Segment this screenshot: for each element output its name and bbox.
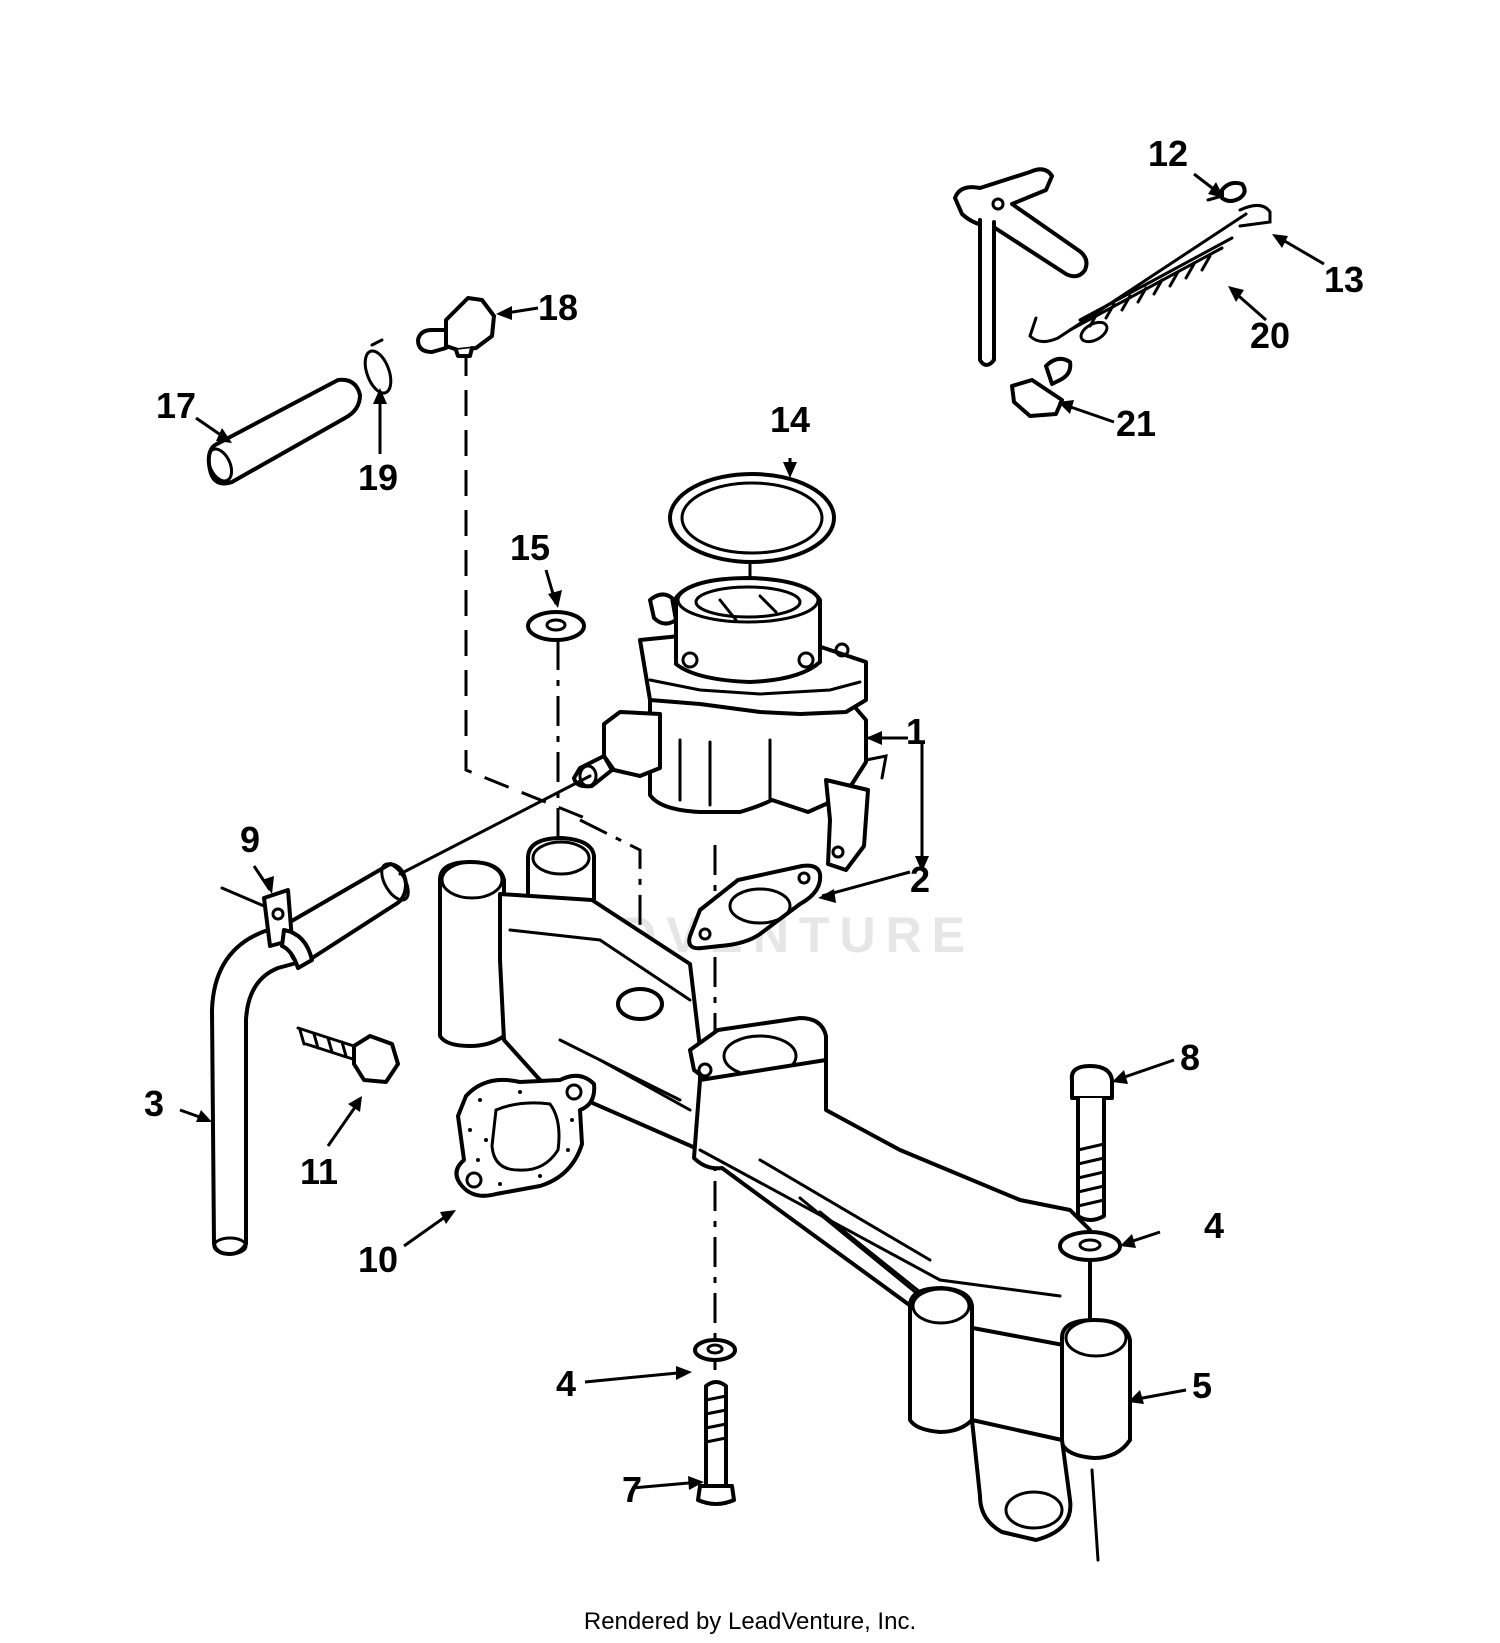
part-4-washer-lower — [693, 1338, 737, 1362]
part-7-bolt — [696, 1380, 736, 1506]
part-17-fuel-hose — [206, 377, 362, 486]
leader-arrowheads — [196, 182, 1288, 1490]
callout-3: 3 — [144, 1083, 164, 1124]
part-2-carb-gasket — [687, 863, 823, 951]
callout-13: 13 — [1324, 259, 1364, 300]
callout-4-lower: 4 — [556, 1363, 576, 1404]
callout-12: 12 — [1148, 133, 1188, 174]
callout-9: 9 — [240, 819, 260, 860]
callout-7: 7 — [622, 1469, 642, 1510]
part-5-intake-manifold — [438, 836, 1132, 1562]
callout-20: 20 — [1250, 315, 1290, 356]
callout-15: 15 — [510, 527, 550, 568]
callout-8: 8 — [1180, 1037, 1200, 1078]
part-14-o-ring — [668, 472, 836, 564]
callout-2: 2 — [910, 859, 930, 900]
callout-18: 18 — [538, 287, 578, 328]
callout-1: 1 — [906, 711, 926, 752]
callout-5: 5 — [1192, 1365, 1212, 1406]
part-9-tube-clip — [220, 886, 314, 970]
part-18-elbow-fitting — [416, 296, 496, 358]
part-19-hose-clamp — [363, 338, 393, 395]
leader-lines — [179, 172, 1325, 1490]
part-4-washer-upper — [1058, 1230, 1122, 1262]
callout-19: 19 — [358, 457, 398, 498]
callout-21: 21 — [1116, 403, 1156, 444]
part-21-wing-nut — [1010, 356, 1073, 418]
part-20-spring — [1068, 236, 1234, 344]
part-10-manifold-gasket — [454, 1073, 597, 1198]
part-throttle-bracket — [953, 167, 1089, 367]
part-15-washer — [526, 610, 586, 642]
callout-14: 14 — [770, 399, 810, 440]
part-8-bolt — [1069, 1064, 1114, 1222]
footer-credit: Rendered by LeadVenture, Inc. — [583, 1608, 917, 1635]
callout-4-upper: 4 — [1204, 1205, 1224, 1246]
callout-17: 17 — [156, 385, 196, 426]
part-1-carburetor — [572, 576, 888, 872]
part-11-bolt — [296, 1026, 400, 1084]
callout-labels: 1 2 3 4 4 5 7 8 9 10 11 12 13 14 15 17 1… — [144, 133, 1364, 1510]
part-13-throttle-rod — [1028, 204, 1272, 343]
callout-11: 11 — [300, 1151, 338, 1192]
callout-10: 10 — [358, 1239, 398, 1280]
part-3-vent-tube — [210, 924, 302, 1256]
